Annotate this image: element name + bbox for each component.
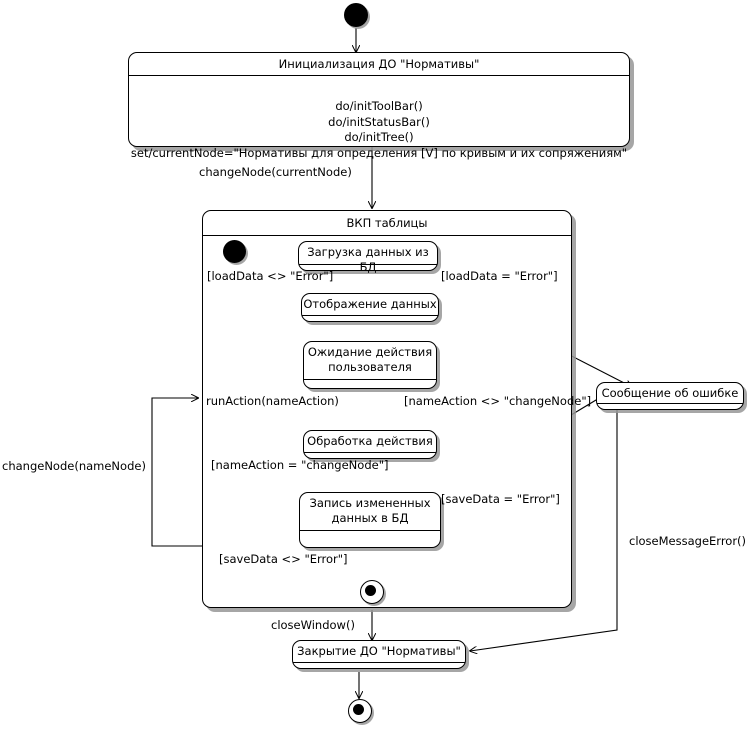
edge-label-close-message-error: closeMessageError() bbox=[629, 534, 747, 548]
action-init-tree: do/initTree() bbox=[344, 130, 414, 144]
state-wait-user-action-divider bbox=[304, 379, 436, 380]
state-wait-user-action[interactable]: Ожидание действия пользователя bbox=[303, 341, 437, 389]
state-initialization-title: Инициализация ДО "Нормативы" bbox=[278, 57, 480, 71]
state-load-data[interactable]: Загрузка данных из БД bbox=[298, 241, 438, 274]
state-close-document-label: Закрытие ДО "Нормативы" bbox=[297, 644, 461, 658]
state-save-data-label-line1: Запись измененных bbox=[309, 496, 431, 510]
state-process-action-label: Обработка действия bbox=[307, 434, 433, 448]
state-process-action-divider bbox=[304, 452, 436, 453]
state-process-action[interactable]: Обработка действия bbox=[303, 430, 437, 459]
state-show-data[interactable]: Отображение данных bbox=[301, 293, 439, 322]
state-show-data-label: Отображение данных bbox=[303, 297, 437, 311]
edge-label-save-data-ok: [saveData <> "Error"] bbox=[219, 552, 348, 566]
final-node bbox=[348, 699, 372, 723]
start-node bbox=[344, 3, 368, 27]
state-initialization-divider bbox=[129, 75, 629, 76]
edge-error-to-close bbox=[470, 410, 618, 651]
action-init-statusbar: do/initStatusBar() bbox=[328, 114, 430, 129]
composite-state-title: ВКП таблицы bbox=[346, 216, 428, 230]
state-close-document[interactable]: Закрытие ДО "Нормативы" bbox=[292, 640, 466, 669]
state-close-document-divider bbox=[293, 662, 465, 663]
edge-label-change-node-current: changeNode(currentNode) bbox=[199, 165, 352, 179]
edge-label-load-data-ok: [loadData <> "Error"] bbox=[207, 269, 334, 283]
edge-label-name-action-not-change: [nameAction <> "changeNode"] bbox=[404, 394, 592, 408]
state-save-data-divider bbox=[300, 530, 440, 531]
state-load-data-label: Загрузка данных из БД bbox=[307, 245, 429, 274]
state-load-data-divider bbox=[299, 264, 437, 265]
inner-start-node bbox=[223, 240, 246, 263]
edge-label-close-window: closeWindow() bbox=[271, 618, 355, 632]
edge-label-change-node-name: changeNode(nameNode) bbox=[2, 459, 146, 473]
state-wait-user-action-label-line2: пользователя bbox=[328, 360, 412, 374]
state-show-data-divider bbox=[302, 315, 438, 316]
edge-label-save-data-error: [saveData = "Error"] bbox=[441, 492, 560, 506]
edge-label-name-action-is-change: [nameAction = "changeNode"] bbox=[211, 458, 389, 472]
state-initialization[interactable]: Инициализация ДО "Нормативы" do/initTool… bbox=[128, 52, 630, 160]
composite-state-divider bbox=[203, 235, 571, 236]
state-save-data[interactable]: Запись измененных данных в БД bbox=[299, 492, 441, 548]
inner-final-node bbox=[360, 580, 384, 604]
state-error-message[interactable]: Сообщение об ошибке bbox=[596, 382, 744, 410]
state-error-message-divider bbox=[597, 403, 743, 404]
state-error-message-label: Сообщение об ошибке bbox=[601, 386, 739, 400]
edge-composite-changenode-loop bbox=[151, 398, 202, 547]
state-wait-user-action-label-line1: Ожидание действия bbox=[307, 345, 433, 359]
edge-label-load-data-error: [loadData = "Error"] bbox=[441, 269, 558, 283]
action-set-current-node: set/currentNode="Нормативы для определен… bbox=[130, 145, 628, 160]
action-init-toolbar: do/initToolBar() bbox=[335, 99, 423, 113]
state-save-data-label-line2: данных в БД bbox=[331, 511, 409, 525]
edge-label-run-action: runAction(nameAction) bbox=[206, 394, 339, 408]
